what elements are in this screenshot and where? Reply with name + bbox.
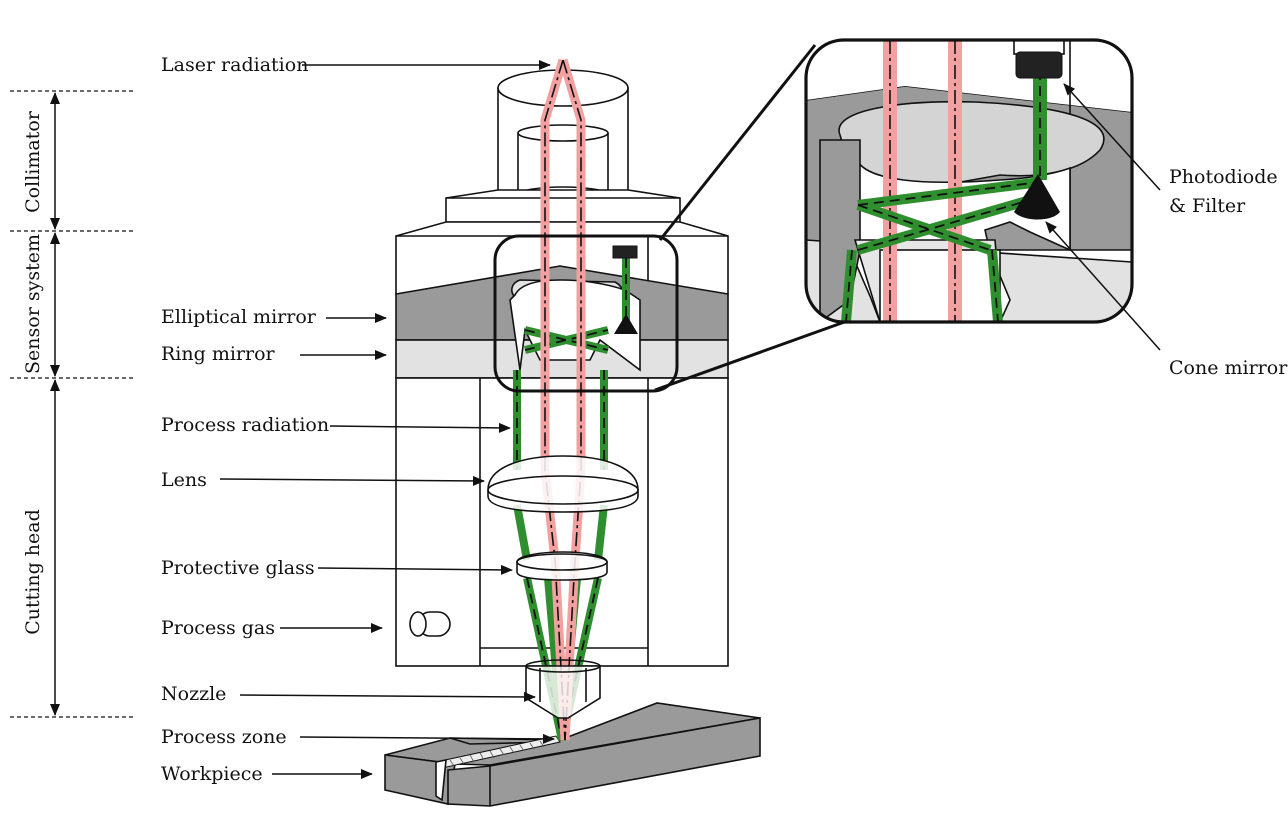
cone-mirror-large xyxy=(1014,174,1060,220)
collimator-tube xyxy=(497,69,629,204)
section-sensor-system: Sensor system xyxy=(22,234,44,374)
label-workpiece: Workpiece xyxy=(161,763,263,785)
nozzle xyxy=(525,659,601,719)
section-collimator: Collimator xyxy=(22,110,44,213)
workpiece xyxy=(384,702,761,807)
label-cone-mirror: Cone mirror xyxy=(1169,357,1288,379)
label-nozzle: Nozzle xyxy=(161,683,226,705)
cone-mirror-small xyxy=(614,314,638,334)
label-protective-glass: Protective glass xyxy=(161,557,315,579)
section-dimensions: Collimator Sensor system Cutting head xyxy=(10,90,135,718)
leaders xyxy=(219,60,1161,779)
zoom-region xyxy=(493,234,679,393)
label-lens: Lens xyxy=(161,469,207,491)
label-elliptical-mirror: Elliptical mirror xyxy=(161,306,317,328)
process-gas-inlet xyxy=(409,611,451,637)
label-filter: & Filter xyxy=(1169,195,1246,217)
zoom-connector-top xyxy=(658,44,817,241)
section-cutting-head: Cutting head xyxy=(22,509,44,635)
collimator-mount xyxy=(445,189,681,223)
label-process-gas: Process gas xyxy=(161,617,275,639)
label-laser-radiation: Laser radiation xyxy=(161,54,308,76)
protective-glass xyxy=(516,551,608,581)
label-ring-mirror: Ring mirror xyxy=(161,343,276,365)
label-photodiode: Photodiode xyxy=(1169,166,1278,188)
label-process-radiation: Process radiation xyxy=(161,414,329,436)
zoom-inset xyxy=(804,38,1134,324)
photodiode-small xyxy=(612,245,638,334)
lens xyxy=(487,455,639,513)
label-process-zone: Process zone xyxy=(161,726,287,748)
zoom-connector-bottom xyxy=(654,318,851,392)
